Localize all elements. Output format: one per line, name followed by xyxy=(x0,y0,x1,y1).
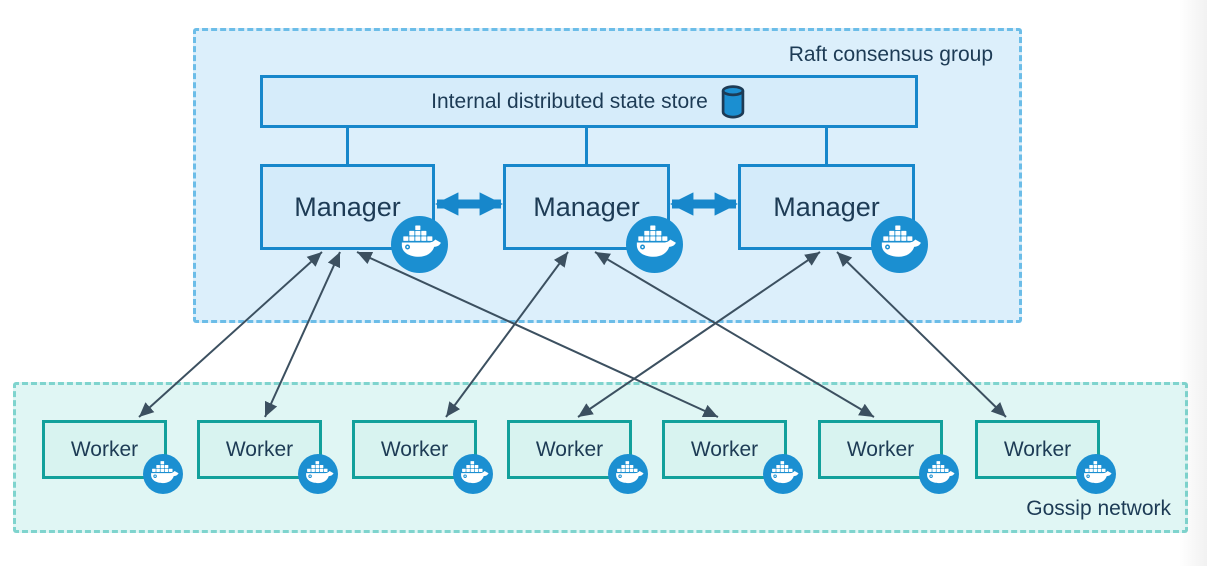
worker-box: Worker xyxy=(352,420,493,494)
worker-label: Worker xyxy=(1003,437,1072,461)
docker-whale-icon xyxy=(143,454,183,494)
worker-box: Worker xyxy=(975,420,1116,494)
manager-label: Manager xyxy=(533,191,640,222)
gossip-group-label: Gossip network xyxy=(1026,497,1171,520)
worker-box: Worker xyxy=(818,420,959,494)
worker-label: Worker xyxy=(846,437,915,461)
worker-label: Worker xyxy=(690,437,759,461)
raft-group-label: Raft consensus group xyxy=(788,43,993,66)
docker-whale-icon xyxy=(453,454,493,494)
database-cylinder-icon xyxy=(721,84,745,118)
worker-label: Worker xyxy=(70,437,139,461)
docker-whale-icon xyxy=(763,454,803,494)
worker-box: Worker xyxy=(662,420,803,494)
worker-box: Worker xyxy=(507,420,648,494)
state-store-label: Internal distributed state store xyxy=(431,89,708,113)
connection-arrow xyxy=(577,251,821,418)
connection-arrow xyxy=(264,251,341,418)
docker-whale-icon xyxy=(298,454,338,494)
manager-label: Manager xyxy=(294,191,401,222)
manager-box: Manager xyxy=(260,164,448,273)
connection-arrow xyxy=(445,251,569,418)
worker-box: Worker xyxy=(42,420,183,494)
worker-label: Worker xyxy=(535,437,604,461)
manager-box: Manager xyxy=(738,164,928,273)
manager-box: Manager xyxy=(503,164,683,273)
docker-whale-icon xyxy=(919,454,959,494)
manager-label: Manager xyxy=(773,191,880,222)
worker-label: Worker xyxy=(225,437,294,461)
docker-whale-icon xyxy=(391,216,448,273)
connection-arrow xyxy=(356,251,719,418)
worker-label: Worker xyxy=(380,437,449,461)
docker-whale-icon xyxy=(626,216,683,273)
connection-arrow xyxy=(836,251,1007,418)
worker-box: Worker xyxy=(197,420,338,494)
state-store-box: Internal distributed state store xyxy=(260,75,918,128)
docker-whale-icon xyxy=(608,454,648,494)
docker-whale-icon xyxy=(1076,454,1116,494)
docker-whale-icon xyxy=(871,216,928,273)
connection-arrow xyxy=(138,251,323,418)
connection-arrow xyxy=(594,251,875,418)
